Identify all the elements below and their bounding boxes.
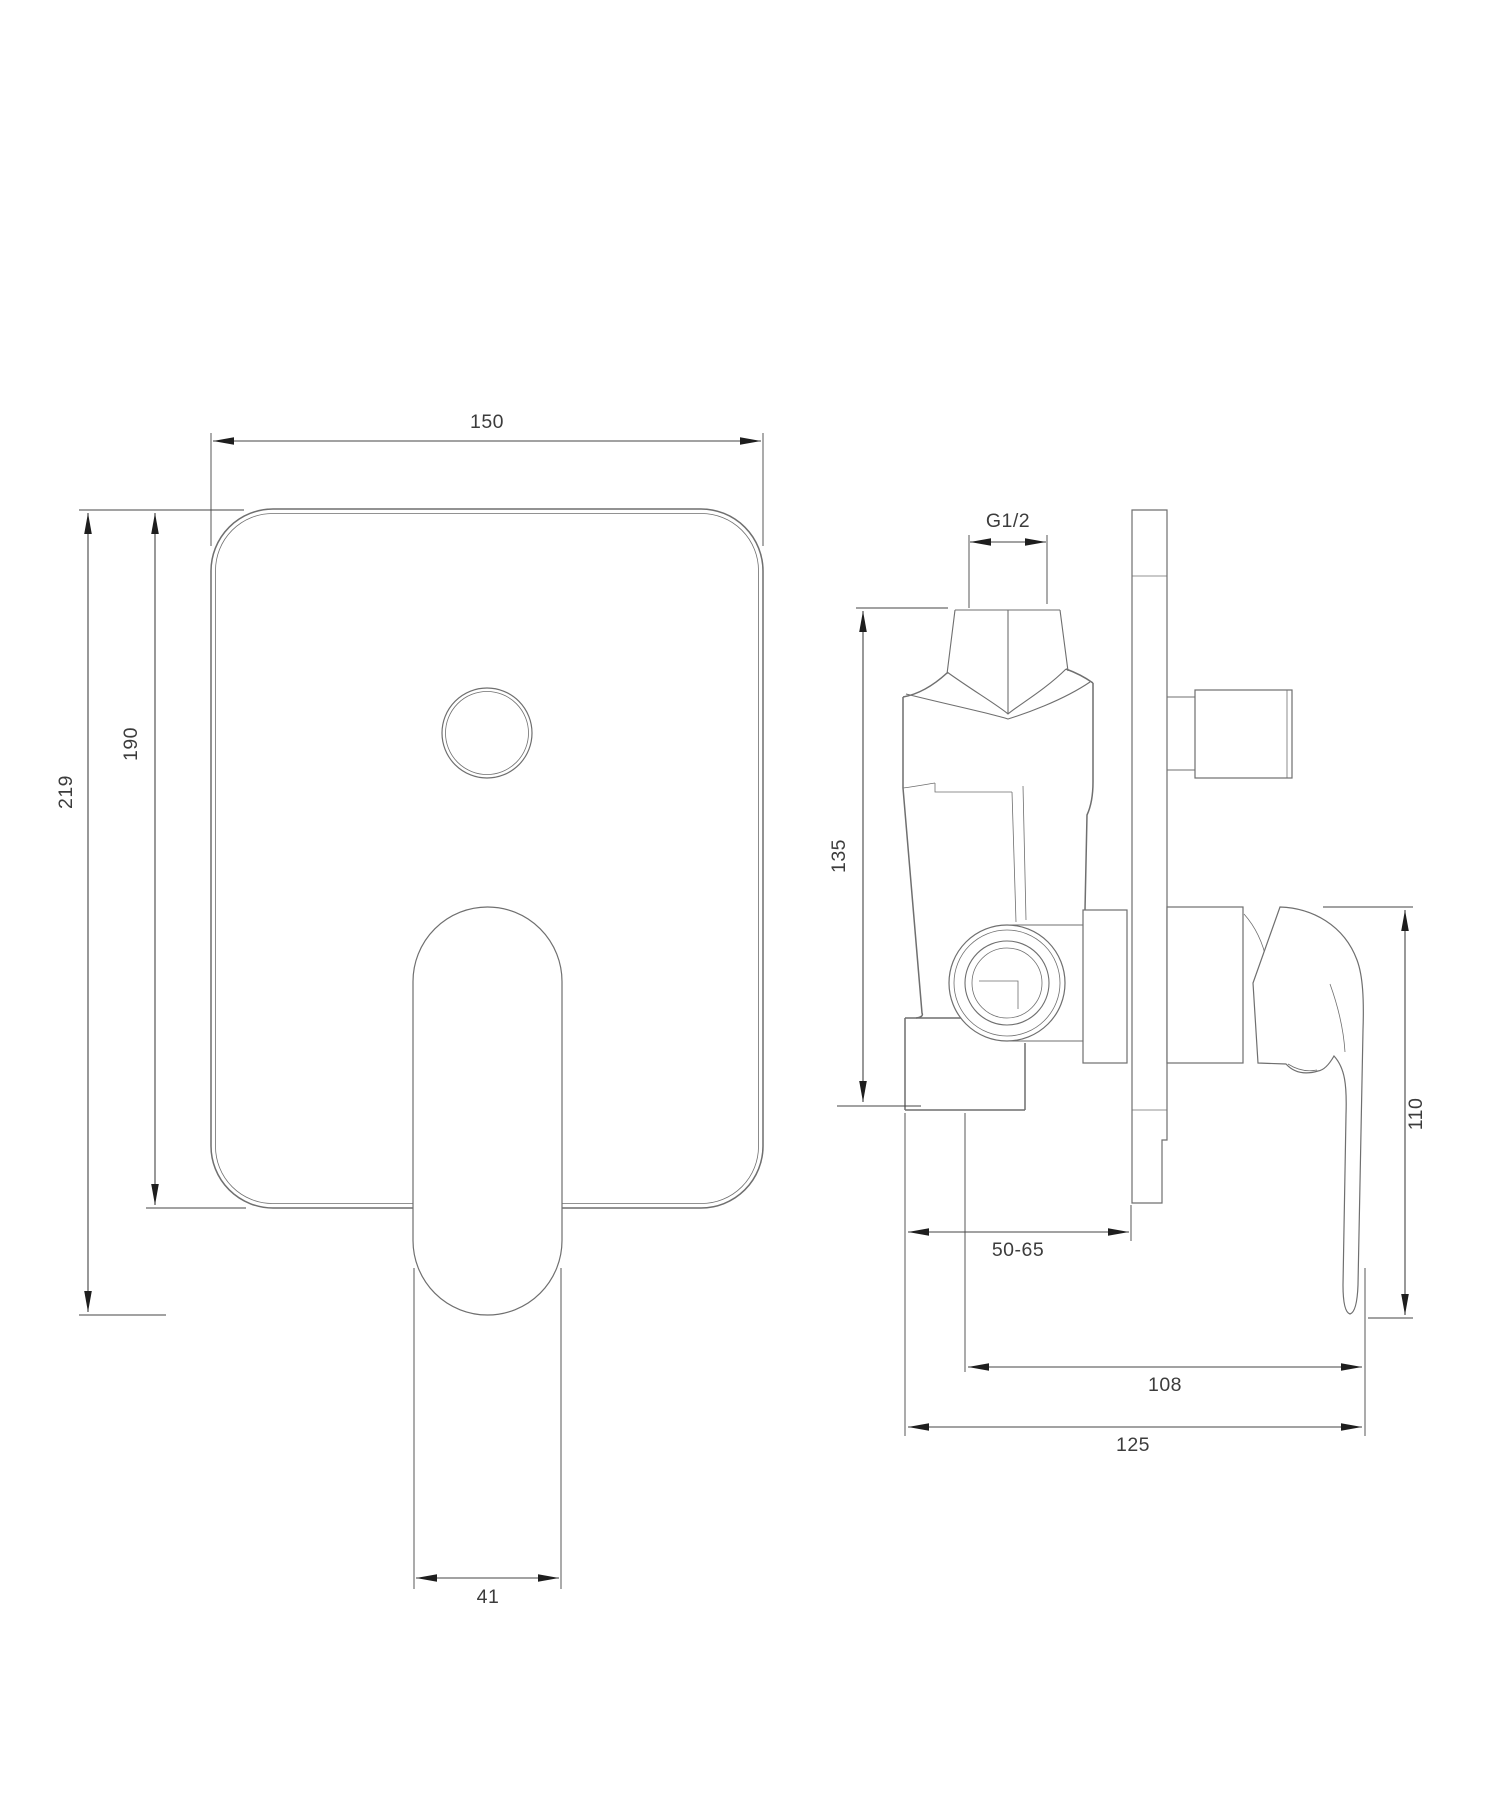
dim-label-125: 125 [1116, 1434, 1150, 1456]
cartridge-flange [1082, 909, 1128, 1064]
dim-front-plate-height: 190 [120, 513, 246, 1209]
valve-body [902, 609, 1094, 1111]
front-view: 150 219 190 41 [55, 411, 764, 1608]
dim-side-thread: G1/2 [968, 510, 1048, 608]
dim-side-total-depth: 125 [908, 1423, 1362, 1456]
dim-label-108: 108 [1148, 1374, 1182, 1396]
handle-front [412, 906, 563, 1316]
dim-label-190: 190 [120, 727, 142, 761]
dim-label-135: 135 [828, 839, 850, 873]
dim-label-50-65: 50-65 [992, 1239, 1044, 1261]
dim-side-body-height: 135 [828, 607, 948, 1107]
dim-front-total-height: 219 [55, 509, 244, 1316]
dim-side-handle-depth: 108 [964, 1113, 1366, 1436]
dim-side-wall-depth: 50-65 [904, 1113, 1132, 1436]
diverter-button-inner [445, 691, 529, 775]
dim-side-handle-height: 110 [1323, 906, 1427, 1319]
diverter-knob-side [1167, 689, 1293, 779]
dim-label-110: 110 [1405, 1098, 1427, 1131]
cartridge-circle [948, 924, 1066, 1042]
supply-pipe-icon [946, 609, 1069, 714]
dim-label-150: 150 [470, 411, 504, 433]
valve-body-base [904, 1017, 1026, 1111]
wall-plate-section [1131, 509, 1168, 1204]
dim-label-219: 219 [55, 775, 77, 809]
dim-label-g12: G1/2 [986, 510, 1030, 532]
dim-front-width: 150 [210, 411, 764, 546]
side-view: G1/2 135 50-65 108 125 [828, 509, 1427, 1456]
dim-label-41: 41 [477, 1586, 500, 1608]
lever-blade [1252, 906, 1364, 1315]
diverter-button-outer [441, 687, 533, 779]
lever-handle-side [1166, 906, 1364, 1315]
dim-front-handle-width: 41 [413, 1268, 562, 1608]
handle-hub [1166, 906, 1244, 1064]
